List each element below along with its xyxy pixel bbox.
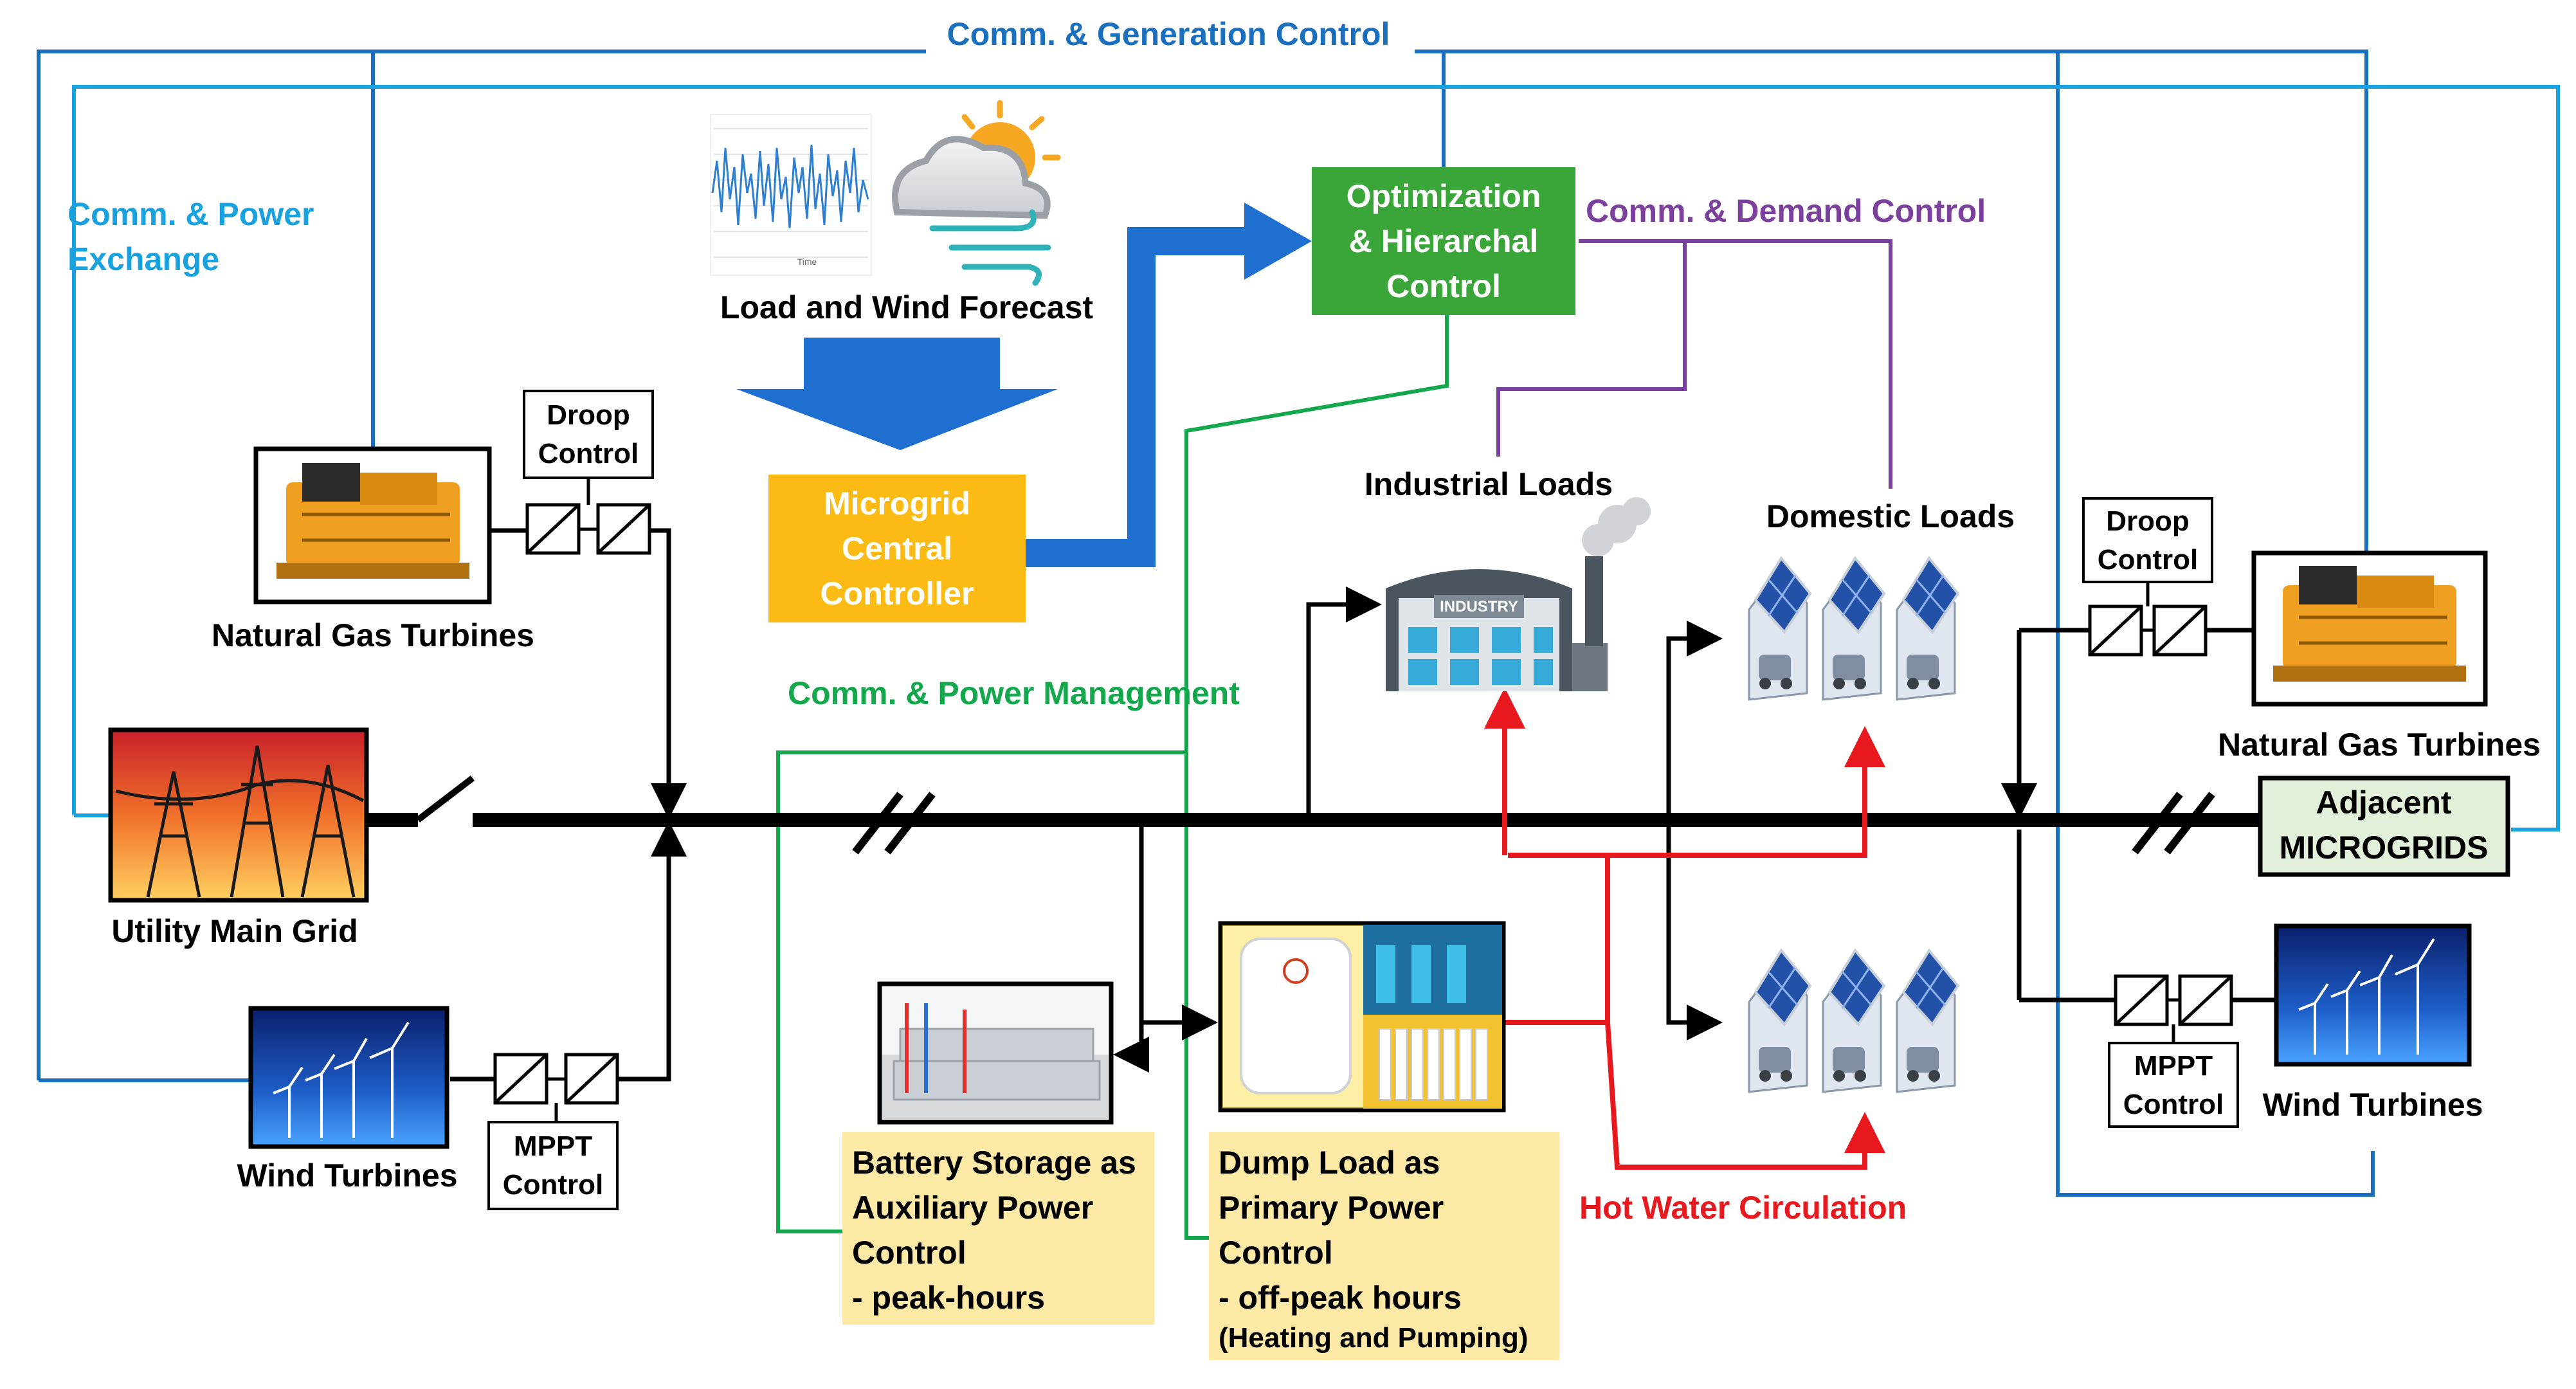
domestic-houses-top[interactable] [1748,556,1960,701]
industry-sign: INDUSTRY [1440,598,1518,615]
house-icon [1896,948,1960,1093]
battery-line-4: - peak-hours [852,1280,1045,1316]
comm-power-exchange-lines [72,85,2560,831]
industry-building-icon[interactable]: INDUSTRY [1386,497,1651,691]
converter-icon [525,479,651,555]
controller-line-2: Central [842,531,952,567]
converter-icon [493,1053,619,1122]
converter-icon [2114,974,2233,1043]
comm-power-management-lines [776,315,1449,1240]
dump-line-2: Primary Power [1219,1190,1444,1226]
battery-line-1: Battery Storage as [852,1145,1136,1181]
domestic-loads-label: Domestic Loads [1766,498,2015,534]
mppt-control-right-line-1: MPPT [2134,1050,2213,1082]
mppt-control-right-line-2: Control [2123,1089,2224,1120]
load-wind-forecast-label: Load and Wind Forecast [720,289,1094,325]
droop-control-left-line-1: Droop [547,399,630,431]
comm-power-management-label: Comm. & Power Management [788,675,1240,711]
dump-line-1: Dump Load as [1219,1145,1440,1181]
dump-load-note: Dump Load as Primary Power Control - off… [1209,1132,1559,1360]
utility-main-grid-label: Utility Main Grid [111,913,358,949]
wind-turbines-right-label: Wind Turbines [2262,1087,2483,1123]
optimization-control-box[interactable]: Optimization & Hierarchal Control [1312,167,1575,315]
comm-generation-control-lines [37,50,2375,1197]
water-heater-icon[interactable] [1218,921,1506,1112]
gas-turbine-icon[interactable] [2251,550,2488,707]
dump-line-4: - off-peak hours [1219,1280,1462,1316]
industrial-loads-label: Industrial Loads [1365,466,1613,502]
adjacent-line-2: MICROGRIDS [2280,830,2489,866]
forecast-arrows [736,203,1312,567]
droop-control-right-line-2: Control [2098,544,2198,576]
battery-line-3: Control [852,1235,966,1271]
droop-control-left-line-2: Control [538,438,639,469]
comm-power-exchange-label-1: Comm. & Power [68,196,314,232]
natural-gas-turbines-right-label: Natural Gas Turbines [2218,727,2541,763]
gas-turbine-icon[interactable] [253,446,492,604]
house-icon [1748,948,1812,1093]
main-bus [473,792,2260,855]
house-icon [1822,556,1886,701]
adjacent-line-1: Adjacent [2316,785,2452,821]
domestic-houses-bottom[interactable] [1748,948,1960,1093]
adjacent-microgrids-box[interactable]: Adjacent MICROGRIDS [2258,776,2510,877]
battery-storage-note: Battery Storage as Auxiliary Power Contr… [842,1132,1154,1325]
mppt-control-left-line-1: MPPT [514,1130,592,1162]
optimization-line-2: & Hierarchal [1349,223,1539,259]
house-icon [1748,556,1812,701]
power-connections [450,528,2276,1082]
comm-gen-control-label: Comm. & Generation Control [947,16,1390,52]
natural-gas-turbines-left-label: Natural Gas Turbines [212,617,534,653]
power-grid-icon[interactable] [108,727,369,903]
mppt-control-left-line-2: Control [503,1169,603,1201]
controller-line-3: Controller [821,576,974,612]
dump-line-3: Control [1219,1235,1333,1271]
battery-bank-icon[interactable] [877,981,1114,1125]
hot-water-circulation-label: Hot Water Circulation [1579,1190,1907,1226]
optimization-line-1: Optimization [1347,178,1541,214]
controller-line-1: Microgrid [824,486,970,522]
dump-line-5: (Heating and Pumping) [1219,1322,1528,1354]
weather-forecast-icon [892,100,1061,286]
droop-control-right-line-1: Droop [2106,505,2190,537]
microgrid-central-controller-box[interactable]: Microgrid Central Controller [768,475,1026,622]
droop-control-left-box: Droop Control [523,390,654,479]
load-forecast-chart-icon: Time [710,114,872,276]
breaker-switch-icon[interactable] [364,776,475,827]
battery-line-2: Auxiliary Power [852,1190,1093,1226]
forecast-axis-label: Time [797,257,817,267]
wind-turbines-left-label: Wind Turbines [237,1158,457,1194]
mppt-control-left-box: MPPT Control [487,1121,619,1210]
comm-demand-control-lines [1496,239,1892,489]
wind-farm-icon[interactable] [2274,923,2472,1067]
comm-power-exchange-label-2: Exchange [68,241,219,277]
house-icon [1896,556,1960,701]
mppt-control-right-box: MPPT Control [2108,1042,2239,1128]
wind-farm-icon[interactable] [248,1006,449,1149]
house-icon [1822,948,1886,1093]
hot-water-lines [1484,687,1885,1170]
optimization-line-3: Control [1386,268,1501,304]
converter-icon [2088,582,2208,657]
droop-control-right-box: Droop Control [2082,497,2213,583]
comm-demand-control-label: Comm. & Demand Control [1586,193,1986,229]
